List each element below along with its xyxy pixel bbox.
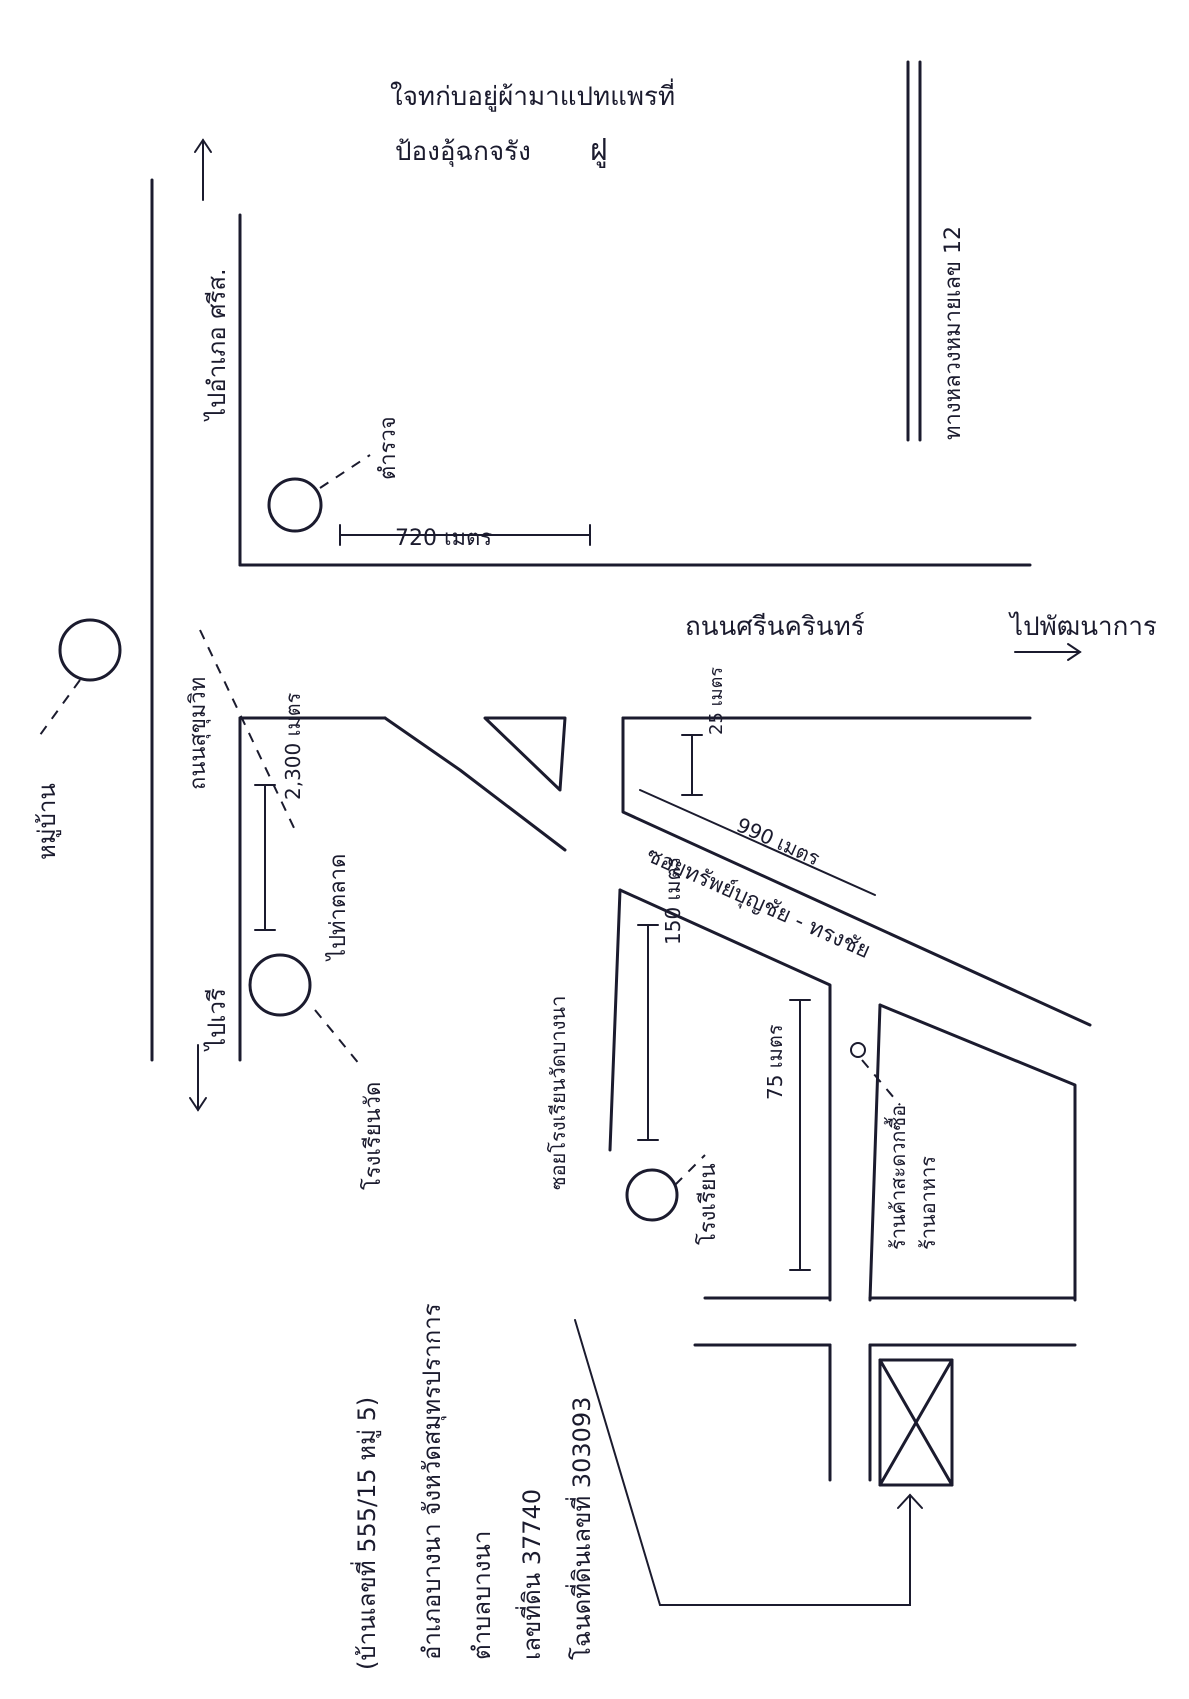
dist-150-bar [637, 924, 659, 1141]
label-dist-990: 990 เมตร [733, 813, 824, 871]
label-dist-720: 720 เมตร [395, 526, 492, 551]
label-dist-2300: 2,300 เมตร [281, 692, 305, 800]
label-hospital: โรงเรียน [695, 1163, 721, 1245]
dist-25-bar [681, 734, 703, 796]
label-to-market: ไปท่าตลาด [325, 854, 351, 962]
label-school: โรงเรียนวัด [360, 1082, 386, 1190]
address-block: โฉนดที่ดินเลขที่ 303093 เลขที่ดิน 37740 … [350, 1303, 596, 1670]
dist-990-bar [639, 789, 876, 896]
address-line1: โฉนดที่ดินเลขที่ 303093 [565, 1397, 596, 1660]
dist-75-bar [789, 999, 811, 1271]
label-dist-150: 150 เมตร [661, 856, 685, 945]
note: ใจทก่บอยู่ผ้ามาแปทแพรที่ ป้องอุ้ฉกจรัง ฝ… [390, 78, 675, 168]
soi-diagonal-left [383, 716, 567, 852]
arrow-east-icon [1014, 643, 1082, 661]
traffic-island [483, 716, 567, 792]
dist-2300-bar [254, 784, 276, 931]
label-shop: ร้านค้าสะดวกซื้อ [884, 1105, 910, 1250]
label-village: หมู่บ้าน [33, 783, 62, 860]
soi-diagonal-right [621, 716, 1092, 1027]
label-dist-75: 75 เมตร [763, 1024, 787, 1100]
label-police: ตำรวจ [376, 416, 401, 480]
address-line3: ตำบลบางนา [468, 1531, 496, 1660]
label-highway: ถนนสุขุมวิท [186, 677, 211, 790]
soi-inner-edge [618, 888, 832, 1302]
address-line4: อำเภอบางนา จังหวัดสมุทรปราการ [418, 1303, 447, 1660]
label-dist-25: 25 เมตร [706, 667, 727, 735]
arrow-to-plot-icon [574, 1319, 923, 1606]
note-line1: ใจทก่บอยู่ผ้ามาแปทแพรที่ [390, 78, 675, 112]
hospital-landmark [625, 1168, 679, 1222]
school-landmark [248, 953, 312, 1017]
label-to-mueang: ไปอำเภอ ศรีส. [203, 268, 231, 422]
lane-west-edge [608, 888, 622, 1152]
note-line2: ป้องอุ้ฉกจรัง [395, 137, 531, 167]
address-line2: เลขที่ดิน 37740 [515, 1489, 546, 1660]
arrow-south-icon [189, 1044, 207, 1112]
label-lane: ซอยโรงเรียนวัดบางนา [546, 996, 570, 1190]
shop-landmark [850, 1042, 866, 1058]
address-line5: (บ้านเลขที่ 555/15 หมู่ 5) [350, 1397, 382, 1670]
label-to-wat: ไปเวรี [203, 988, 231, 1052]
village-landmark [58, 618, 122, 682]
signature: ฝู [590, 133, 608, 168]
block-east [878, 1003, 1077, 1302]
label-shop2: ร้านอาหาร [916, 1156, 940, 1250]
label-right-road: ทางหลวงหมายเลข 12 [941, 226, 966, 440]
arrow-north-icon [194, 138, 212, 201]
label-main-road: ถนนศรีนครินทร์ [685, 612, 865, 642]
police-landmark [267, 477, 323, 533]
land-plot-marker [878, 1358, 954, 1487]
lane-east-edge [868, 1003, 882, 1302]
dist-720-bar [339, 524, 591, 546]
label-to-phatthana: ไปพัฒนาการ [1008, 611, 1157, 642]
